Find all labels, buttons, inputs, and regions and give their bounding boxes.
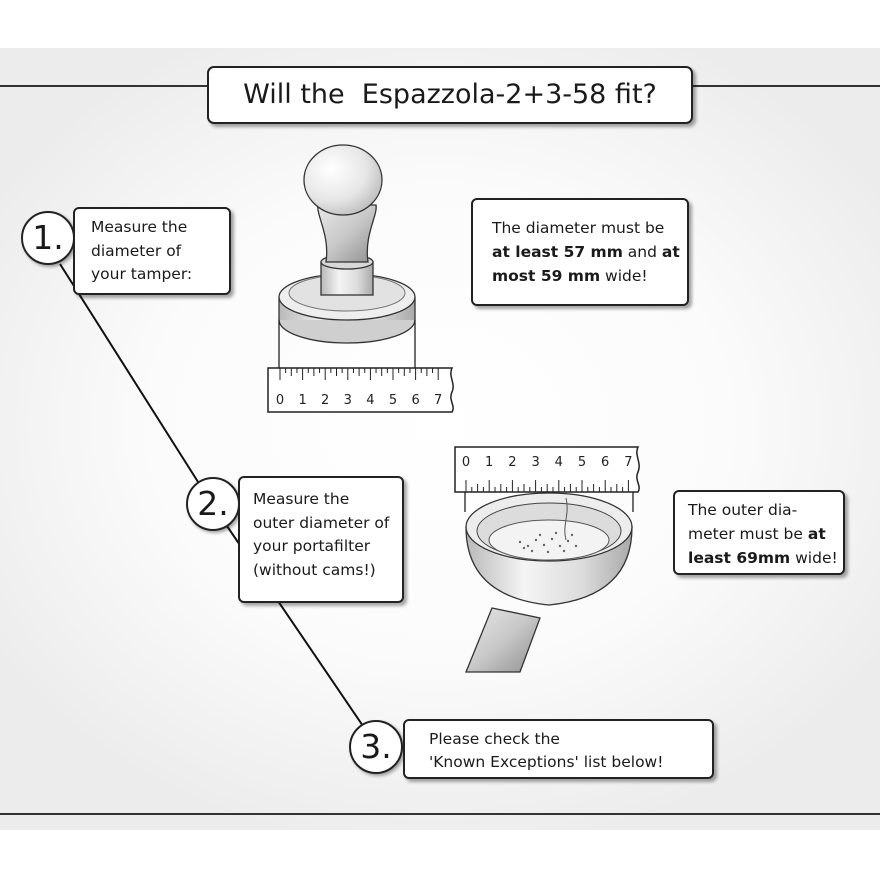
tamper-req-wide: wide! <box>600 267 648 285</box>
tamper-min-value: at least 57 mm <box>492 243 623 261</box>
pf-req-text: meter must be <box>688 525 808 543</box>
tamper-max-value: most 59 mm <box>492 267 601 285</box>
ruler-tick-label: 1 <box>298 393 306 408</box>
step-1-number: 1. <box>32 218 64 257</box>
step-1-line-2: diameter of <box>91 241 182 260</box>
step-3-badge: 3. <box>349 720 403 774</box>
tamper-req-line-3: most 59 mm wide! <box>492 264 687 288</box>
ruler-tick-label: 4 <box>366 393 374 408</box>
ruler-tick-label: 4 <box>555 455 563 470</box>
ruler-tick-label: 2 <box>321 393 329 408</box>
ruler-tick-label: 5 <box>578 455 586 470</box>
ruler-tick-label: 6 <box>411 393 419 408</box>
portafilter-requirement-box: The outer dia- meter must be at least 69… <box>673 490 845 575</box>
ruler-tick-label: 1 <box>485 455 493 470</box>
step-3-number: 3. <box>360 727 392 766</box>
step-2-line-3: your portafilter <box>253 537 371 555</box>
ruler-tick-label: 2 <box>508 455 516 470</box>
pf-req-line-2: meter must be at <box>688 522 843 546</box>
tamper-req-at: at <box>661 243 680 261</box>
tamper-req-line-2: at least 57 mm and at <box>492 240 687 264</box>
step-3-instruction-box: Please check the 'Known Exceptions' list… <box>403 719 714 779</box>
pf-req-line-3: least 69mm wide! <box>688 546 843 570</box>
pf-req-wide: wide! <box>790 549 838 567</box>
pf-req-at: at <box>807 525 826 543</box>
ruler-tick-label: 5 <box>389 393 397 408</box>
ruler-tick-label: 0 <box>276 393 284 408</box>
pf-req-line-1: The outer dia- <box>688 501 798 519</box>
tamper-req-line-1: The diameter must be <box>492 219 665 237</box>
page-title: Will the Espazzola-2+3-58 fit? <box>207 66 693 124</box>
step-1-badge: 1. <box>21 211 75 265</box>
step-3-line-2: 'Known Exceptions' list below! <box>429 753 664 771</box>
ruler-tick-label: 7 <box>624 455 632 470</box>
step-2-line-2: outer diameter of <box>253 513 390 532</box>
tamper-illustration <box>278 144 416 344</box>
step-2-line-1: Measure the <box>253 490 350 508</box>
step-2-badge: 2. <box>186 477 240 531</box>
step-1-instruction-box: Measure the diameter of your tamper: <box>73 207 231 295</box>
step-2-instruction-box: Measure the outer diameter of your porta… <box>238 476 404 603</box>
infographic-panel <box>0 48 880 830</box>
portafilter-illustration <box>465 492 633 673</box>
ruler-tick-label: 0 <box>462 455 470 470</box>
ruler-tick-label: 3 <box>531 455 539 470</box>
step-3-line-1: Please check the <box>429 730 560 748</box>
step-2-line-4: (without cams!) <box>253 560 376 579</box>
pf-min-value: least 69mm <box>688 549 791 567</box>
step-1-line-3: your tamper: <box>91 265 193 283</box>
step-2-number: 2. <box>197 484 229 523</box>
ruler-tick-label: 3 <box>344 393 352 408</box>
ruler-tick-label: 7 <box>434 393 442 408</box>
tamper-req-and: and <box>622 243 662 261</box>
title-text: Will the Espazzola-2+3-58 fit? <box>243 79 657 110</box>
step-1-line-1: Measure the <box>91 218 188 236</box>
tamper-requirement-box: The diameter must be at least 57 mm and … <box>471 198 689 306</box>
ruler-tick-label: 6 <box>601 455 609 470</box>
